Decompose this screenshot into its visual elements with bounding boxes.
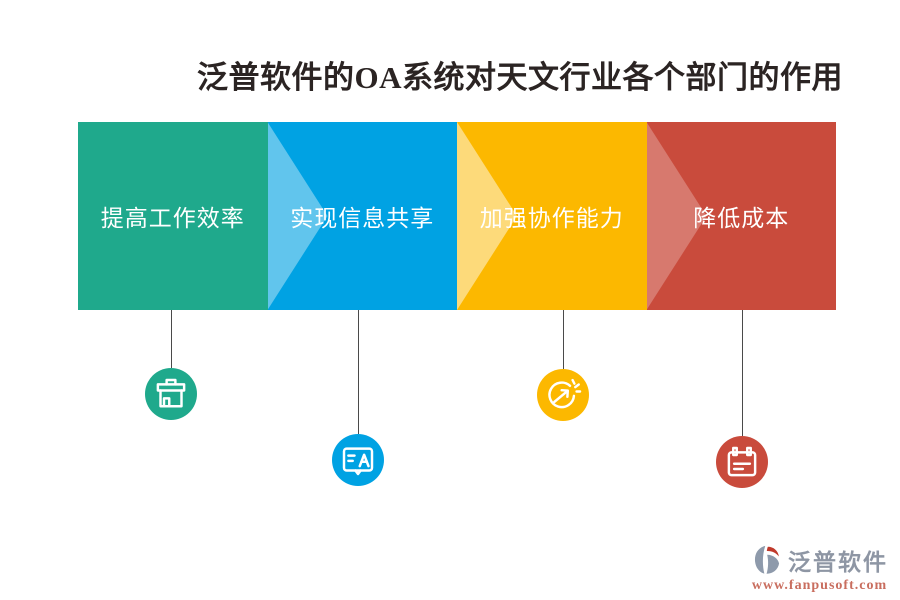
icon-circle — [537, 369, 589, 421]
benefit-block-info-sharing: 实现信息共享 — [267, 122, 457, 310]
benefit-block-cost-reduction: 降低成本 — [646, 122, 836, 310]
benefit-label: 加强协作能力 — [479, 206, 624, 231]
benefit-block-collaboration: 加强协作能力 — [457, 122, 647, 310]
connector-line — [562, 310, 564, 369]
icon-circle — [716, 436, 768, 488]
toolbox-icon — [156, 378, 186, 408]
icon-circle — [332, 434, 384, 486]
pendant-info-sharing — [332, 310, 384, 486]
connector-line — [741, 310, 743, 436]
brand-name: 泛普软件 — [788, 550, 888, 575]
pendant-efficiency — [145, 310, 197, 420]
boost-arrow-icon — [548, 378, 582, 409]
connector-line — [170, 310, 172, 368]
fanpu-leaf-logo-icon — [754, 545, 780, 574]
benefit-label: 降低成本 — [693, 206, 790, 231]
pendant-collaboration — [537, 310, 589, 421]
benefit-label: 提高工作效率 — [100, 206, 245, 231]
page-title: 泛普软件的OA系统对天文行业各个部门的作用 — [197, 60, 843, 95]
benefit-block-efficiency: 提高工作效率 — [78, 122, 268, 310]
calendar-icon — [727, 446, 757, 477]
benefit-label: 实现信息共享 — [290, 206, 435, 231]
chat-bubble-a-icon — [342, 447, 374, 476]
pendant-cost-reduction — [716, 310, 768, 488]
icon-circle — [145, 368, 197, 420]
connector-line — [357, 310, 359, 434]
benefit-bar: 提高工作效率 实现信息共享 加强协作能力 降低成本 — [78, 122, 836, 310]
brand-url: www.fanpusoft.com — [751, 578, 888, 593]
brand-footer: 泛普软件 www.fanpusoft.com — [751, 543, 888, 594]
